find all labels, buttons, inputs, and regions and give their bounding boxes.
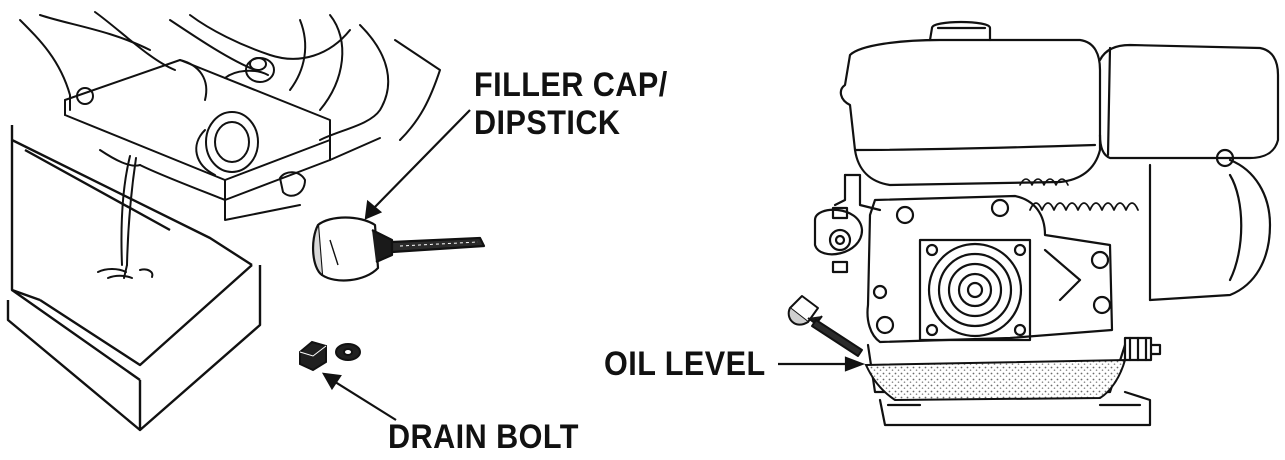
filler-cap-arrow xyxy=(366,110,470,218)
filler-cap-dipstick-label: FILLER CAP/ DIPSTICK xyxy=(474,66,668,142)
drain-bolt xyxy=(300,342,360,370)
drain-bolt-label: DRAIN BOLT xyxy=(388,418,579,456)
drain-pan xyxy=(8,125,260,430)
filler-cap-dipstick xyxy=(313,218,484,281)
filler-cap-label-line1: FILLER CAP/ xyxy=(474,66,668,104)
drain-bolt-arrow xyxy=(324,374,396,420)
oil-level-arrow xyxy=(778,358,862,370)
oil-stream xyxy=(98,156,152,278)
oil-level-fill xyxy=(866,360,1125,400)
right-dipstick xyxy=(789,296,862,356)
oil-level-label: OIL LEVEL xyxy=(604,345,766,383)
filler-cap-label-line2: DIPSTICK xyxy=(474,104,621,142)
engine-block-sketch xyxy=(20,12,440,220)
